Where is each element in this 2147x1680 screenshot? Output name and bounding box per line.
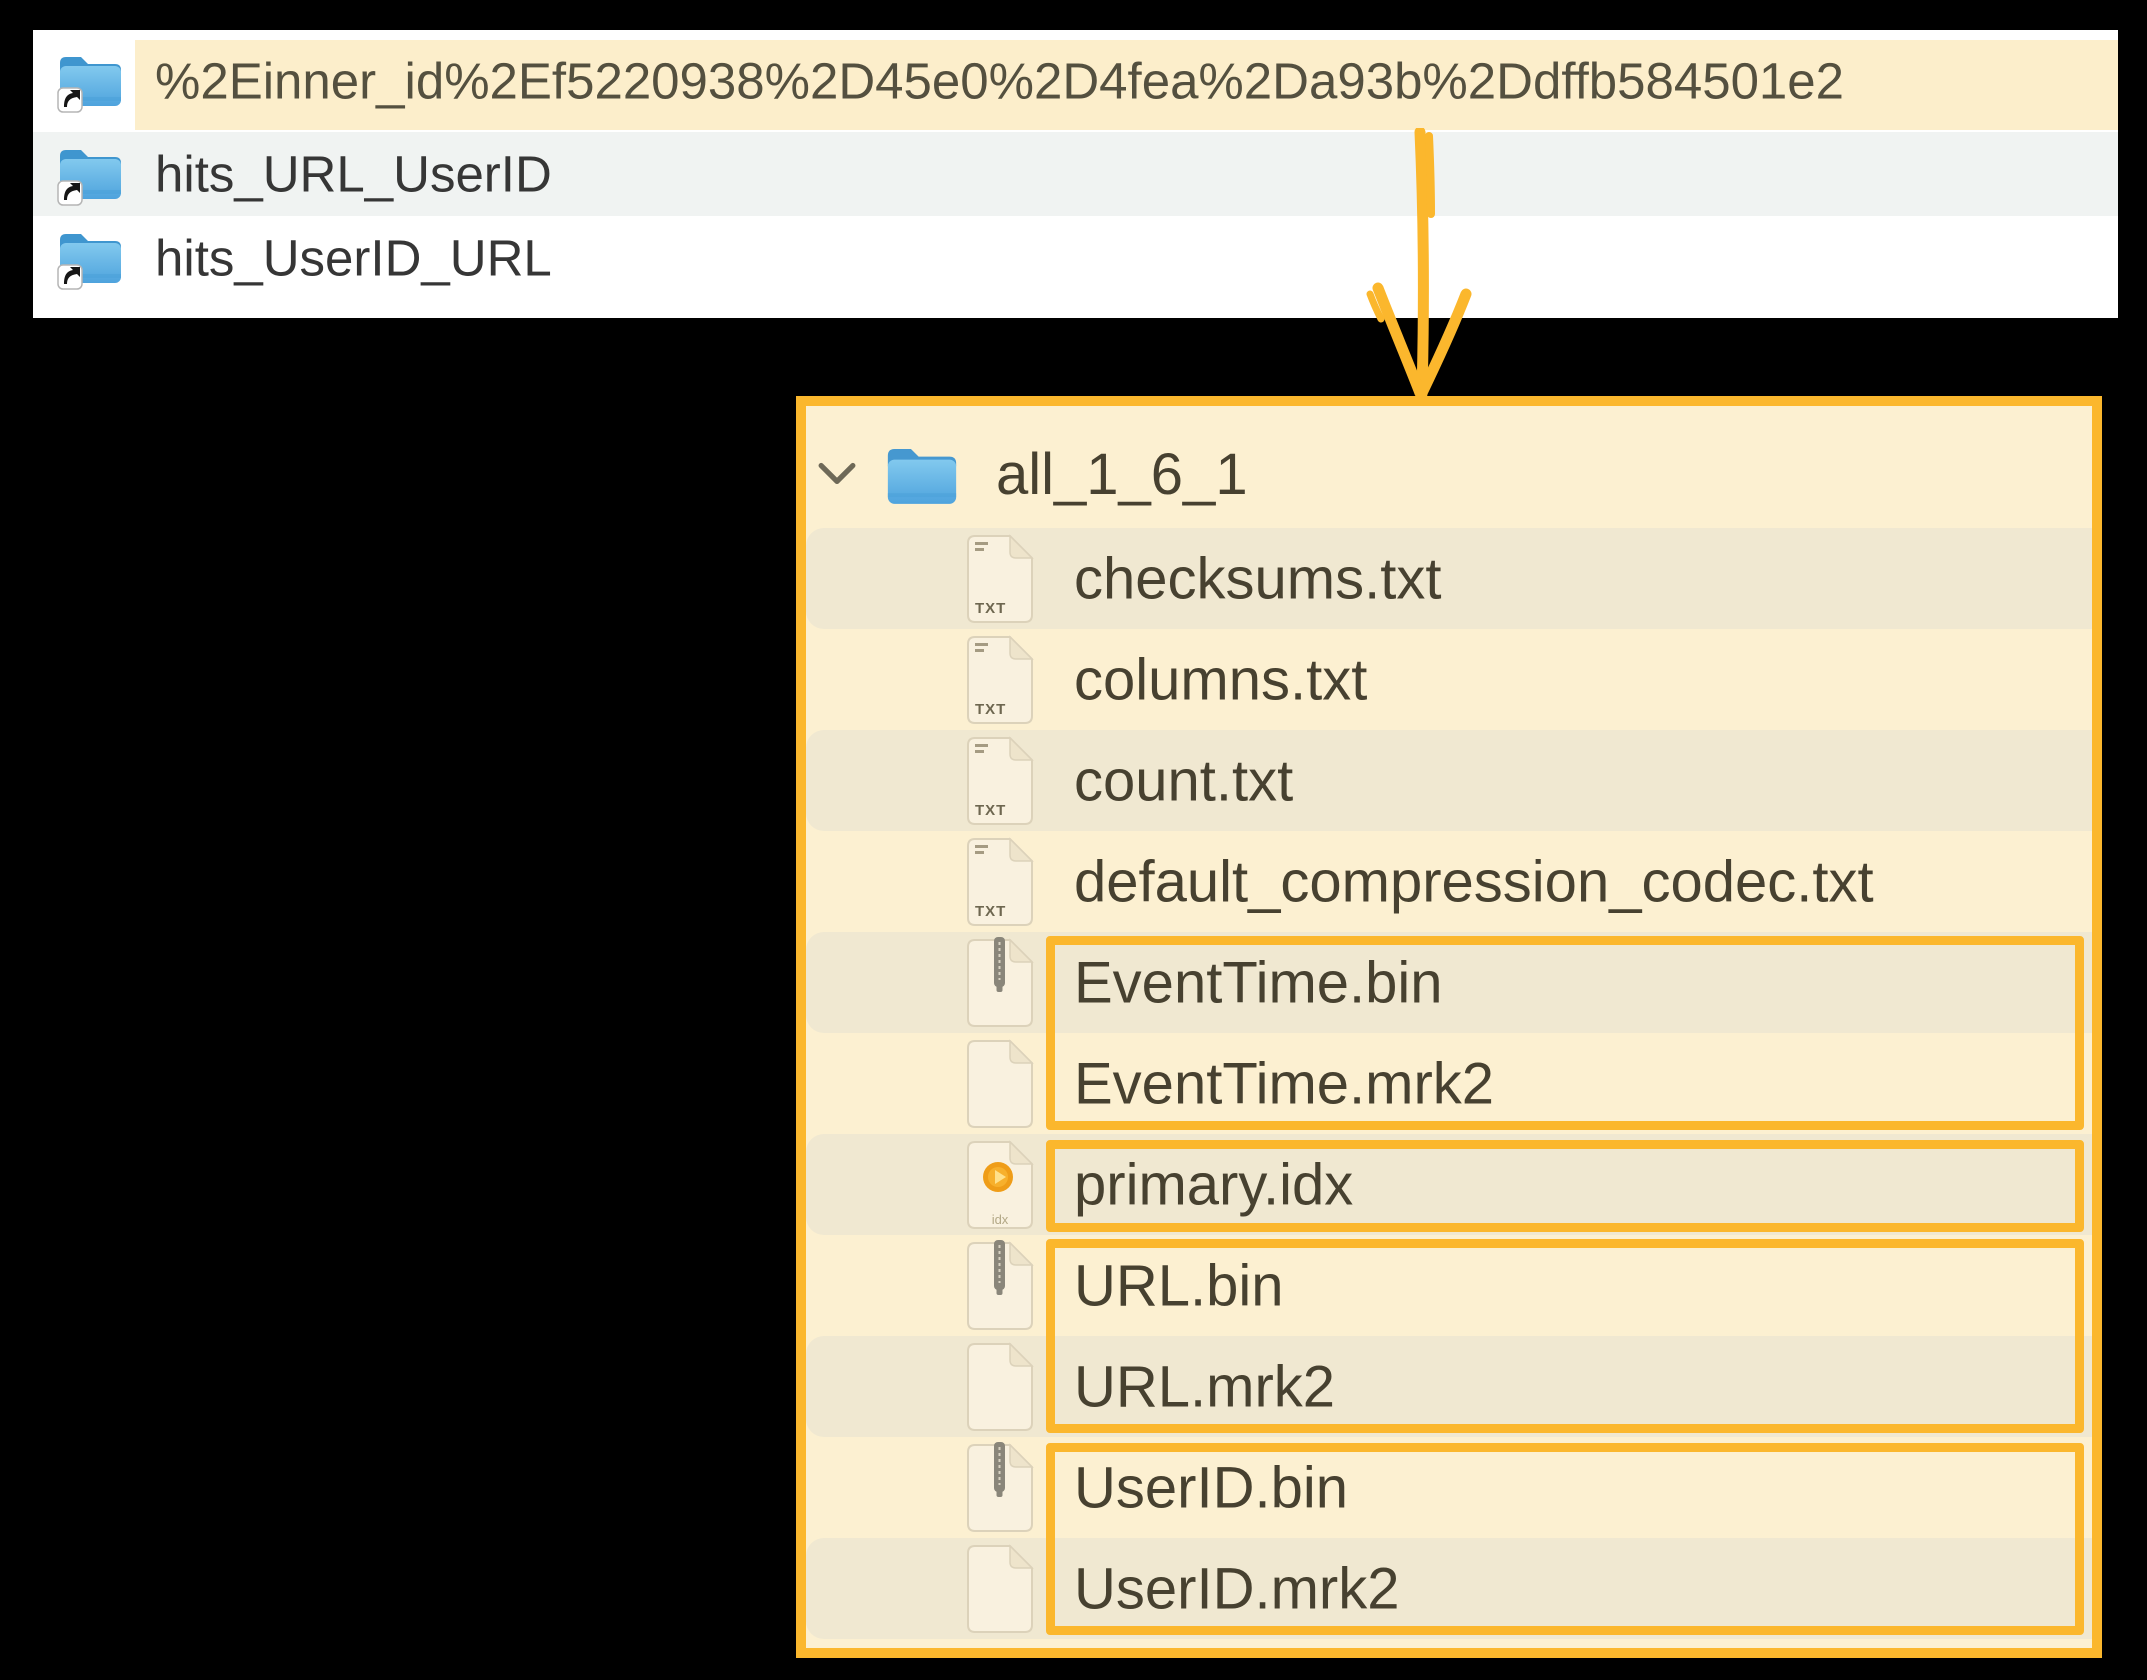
- txt-badge: TXT: [975, 902, 1007, 920]
- file-name-label: EventTime.mrk2: [1074, 1051, 1495, 1116]
- folder-name-label: hits_URL_UserID: [155, 145, 552, 203]
- finder-row-hits-url-userid[interactable]: hits_URL_UserID: [33, 132, 2118, 216]
- blank-file-icon: [964, 1543, 1036, 1635]
- file-row-eventtime-bin[interactable]: EventTime.bin: [806, 932, 2092, 1033]
- file-row-url-bin[interactable]: URL.bin: [806, 1235, 2092, 1336]
- file-row-primary-idx[interactable]: idx primary.idx: [806, 1134, 2092, 1235]
- file-row-count[interactable]: TXT count.txt: [806, 730, 2092, 831]
- file-name-label: UserID.bin: [1074, 1455, 1348, 1520]
- file-row-url-mrk2[interactable]: URL.mrk2: [806, 1336, 2092, 1437]
- file-row-default-compression-codec[interactable]: TXT default_compression_codec.txt: [806, 831, 2092, 932]
- tree-root-folder-row[interactable]: all_1_6_1: [806, 422, 2092, 526]
- finder-list-panel: %2Einner_id%2Ef5220938%2D45e0%2D4fea%2Da…: [33, 30, 2118, 318]
- folder-alias-icon: [57, 56, 121, 113]
- idx-badge: idx: [991, 1211, 1009, 1227]
- annotation-box-primary-idx: [1046, 1140, 2084, 1232]
- txt-badge: TXT: [975, 700, 1007, 718]
- selection-highlight: [135, 40, 2118, 130]
- annotation-box-url: [1046, 1239, 2084, 1433]
- index-file-icon: idx: [964, 1139, 1036, 1231]
- binary-file-icon: [964, 1239, 1036, 1332]
- finder-row-hits-userid-url[interactable]: hits_UserID_URL: [33, 216, 2118, 300]
- file-name-label: checksums.txt: [1074, 546, 1442, 611]
- file-row-checksums[interactable]: TXT checksums.txt: [806, 528, 2092, 629]
- binary-file-icon: [964, 1441, 1036, 1534]
- blank-file-icon: [964, 1341, 1036, 1433]
- annotation-box-eventtime: [1046, 936, 2084, 1130]
- txt-badge: TXT: [975, 599, 1007, 617]
- folder-alias-icon: [57, 233, 121, 290]
- file-row-userid-bin[interactable]: UserID.bin: [806, 1437, 2092, 1538]
- part-contents-panel: all_1_6_1 TXT checksums.txt TXT columns.…: [796, 396, 2102, 1658]
- folder-name-label: %2Einner_id%2Ef5220938%2D45e0%2D4fea%2Da…: [155, 52, 1845, 110]
- txt-file-icon: TXT: [964, 836, 1036, 928]
- root-folder-label: all_1_6_1: [996, 441, 1248, 507]
- file-name-label: URL.mrk2: [1074, 1354, 1336, 1419]
- txt-file-icon: TXT: [964, 735, 1036, 827]
- file-name-label: count.txt: [1074, 748, 1294, 813]
- file-name-label: EventTime.bin: [1074, 950, 1443, 1015]
- finder-row-inner-id[interactable]: %2Einner_id%2Ef5220938%2D45e0%2D4fea%2Da…: [33, 30, 2118, 132]
- flow-down-arrow: [1366, 128, 1472, 400]
- file-row-columns[interactable]: TXT columns.txt: [806, 629, 2092, 730]
- folder-name-label: hits_UserID_URL: [155, 229, 552, 287]
- annotation-box-userid: [1046, 1443, 2084, 1635]
- file-name-label: primary.idx: [1074, 1152, 1354, 1217]
- folder-icon: [887, 448, 957, 504]
- chevron-down-icon[interactable]: [818, 462, 856, 486]
- binary-file-icon: [964, 936, 1036, 1029]
- file-name-label: columns.txt: [1074, 647, 1368, 712]
- file-row-eventtime-mrk2[interactable]: EventTime.mrk2: [806, 1033, 2092, 1134]
- txt-file-icon: TXT: [964, 533, 1036, 625]
- file-name-label: UserID.mrk2: [1074, 1556, 1400, 1621]
- folder-alias-icon: [57, 149, 121, 206]
- txt-file-icon: TXT: [964, 634, 1036, 726]
- blank-file-icon: [964, 1038, 1036, 1130]
- file-name-label: default_compression_codec.txt: [1074, 849, 1874, 914]
- file-row-userid-mrk2[interactable]: UserID.mrk2: [806, 1538, 2092, 1639]
- file-name-label: URL.bin: [1074, 1253, 1284, 1318]
- txt-badge: TXT: [975, 801, 1007, 819]
